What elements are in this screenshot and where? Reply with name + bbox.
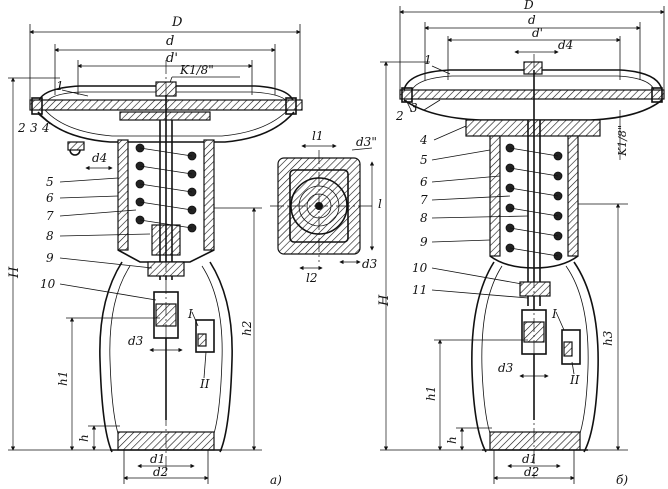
view-a-dim-d: d [166,34,174,49]
view-b-part-7: 7 [420,193,428,207]
view-a-bottom-dimensions [85,165,209,484]
view-b-part-11: 11 [412,283,427,297]
view-a-dim-D: D [171,15,183,30]
view-b-dim-D: D [523,0,534,12]
view-b-top-dimensions [399,6,665,96]
view-b-bottom-dimensions [493,373,575,484]
view-b-dim-d4: d4 [558,38,573,52]
view-b-diaphragm-housing [399,61,665,137]
detail-dim-l2: l2 [306,271,317,285]
view-a-caption: a) [270,473,282,487]
view-b-part-6: 6 [420,175,428,189]
view-b-dim-thread: K1/8" [616,125,629,157]
view-a-dim-H: H [7,266,22,279]
view-b-part-5: 5 [420,153,428,167]
view-b-dim-d1: d1 [522,452,537,466]
view-a-marker-II: II [199,377,210,391]
view-b-caption: б) [616,473,628,487]
view-b-height-dimensions [380,61,628,451]
view-b-yoke [471,261,599,453]
view-a-part-1: 1 [56,79,64,93]
view-a-dim-h2: h2 [240,321,254,336]
view-a-part-4: 4 [41,121,50,135]
view-b-callouts [405,65,529,299]
view-b: D d d' d4 [377,0,665,487]
view-b-dim-h3: h3 [601,330,615,346]
view-b-dim-h1: h1 [424,386,438,401]
view-b-part-4: 4 [419,133,428,147]
view-a-part-10: 10 [40,277,56,291]
view-b-dim-h: h [445,436,459,444]
view-a-dim-d1: d1 [150,452,165,466]
view-a-part-6: 6 [46,191,54,205]
view-a: D d d' K1/8" [7,15,303,487]
view-b-marker-I: I [551,307,557,321]
view-a-callouts [37,89,157,301]
view-b-part-8: 8 [420,211,428,225]
view-a-part-3: 3 [30,121,38,135]
view-b-part-3: 3 [410,101,418,115]
detail-section [270,143,375,271]
view-a-part-8: 8 [46,229,54,243]
view-b-dim-d-prime: d' [532,26,543,40]
detail-dim-d3pp: d3" [356,135,377,149]
view-a-dim-thread: K1/8" [179,63,214,77]
view-a-top-dimensions [29,24,301,110]
view-a-marker-I: I [187,307,193,321]
detail-dim-l: l [378,197,382,211]
view-a-part-7: 7 [46,209,54,223]
view-b-part-1: 1 [424,53,432,67]
view-a-part-9: 9 [46,251,54,265]
view-a-part-2: 2 [17,121,26,135]
view-a-dim-d4: d4 [92,151,107,165]
view-a-dim-d2: d2 [153,465,168,479]
detail-dim-d3: d3 [362,257,378,271]
view-a-dim-d3: d3 [128,334,144,348]
view-b-part-9: 9 [420,235,428,249]
view-b-dim-d2: d2 [524,465,539,479]
view-a-dim-d-prime: d' [166,51,178,66]
view-a-height-dimensions [8,77,262,451]
detail-dim-l1: l1 [312,129,323,143]
view-b-dim-H: H [377,294,392,307]
view-a-dim-h: h [77,434,91,442]
view-a-part-5: 5 [46,175,54,189]
view-b-part-10: 10 [412,261,428,275]
view-b-dim-d: d [528,13,536,27]
view-a-dim-h1: h1 [56,371,70,386]
view-a-yoke [99,261,233,453]
view-b-part-2: 2 [395,109,404,123]
view-b-dim-d3: d3 [498,361,514,375]
view-b-marker-II: II [569,373,580,387]
